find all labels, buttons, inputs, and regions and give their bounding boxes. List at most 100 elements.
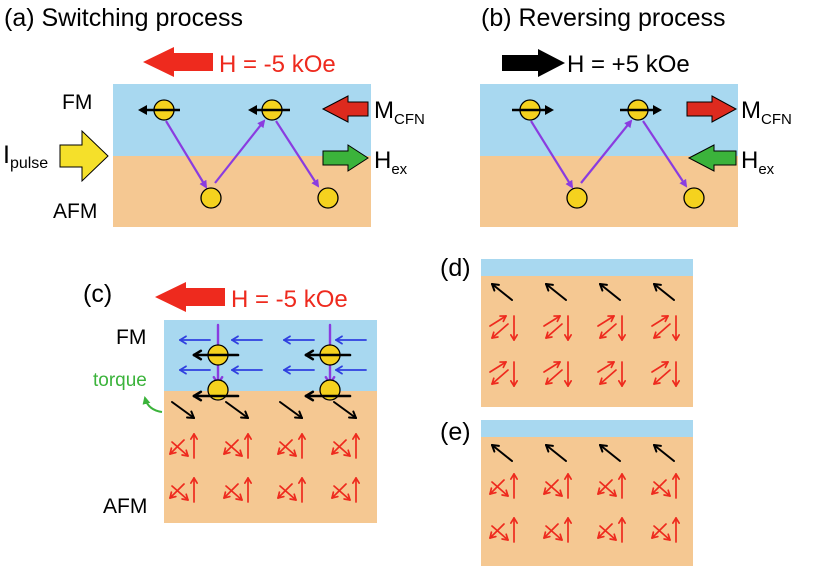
spin-arrow bbox=[651, 315, 669, 327]
spin-arrowhead bbox=[505, 533, 509, 541]
spin-arrowhead bbox=[181, 498, 189, 501]
pulse-arrow-icon bbox=[59, 129, 109, 183]
afm-atom bbox=[317, 187, 339, 209]
panel-e-title: (e) bbox=[440, 418, 471, 446]
spin-arrow bbox=[491, 283, 513, 301]
spin-arrow bbox=[599, 323, 617, 339]
spin-arrowhead bbox=[348, 416, 357, 419]
spin-arrowhead bbox=[675, 380, 680, 387]
spin-arrowhead bbox=[239, 449, 243, 457]
spin-arrowhead bbox=[556, 361, 561, 369]
spin-arrow bbox=[279, 441, 297, 457]
magnetization-arrow-icon bbox=[686, 95, 738, 123]
exchange-field-label: Hex bbox=[741, 147, 775, 178]
fm-layer bbox=[113, 84, 371, 156]
afm-layer bbox=[164, 391, 377, 523]
spin-arrowhead bbox=[298, 477, 303, 484]
spin-arrowhead bbox=[567, 334, 572, 341]
spin-arrowhead bbox=[543, 535, 551, 539]
spin-arrowhead bbox=[289, 454, 297, 457]
spin-arrowhead bbox=[543, 487, 547, 495]
spin-arrowhead bbox=[545, 283, 550, 292]
panel-b-field-label: H = +5 kOe bbox=[567, 51, 690, 78]
spin-arrowhead bbox=[491, 377, 495, 385]
spin-arrow bbox=[545, 323, 563, 339]
spin-arrowhead bbox=[231, 339, 239, 345]
spin-arrowhead bbox=[651, 535, 659, 539]
spin-arrowhead bbox=[502, 315, 507, 323]
spin-arrowhead bbox=[355, 433, 360, 440]
spin-arrowhead bbox=[169, 491, 173, 499]
spin-arrow bbox=[599, 283, 621, 301]
spin-arrowhead bbox=[179, 339, 187, 345]
spin-arrowhead bbox=[664, 315, 669, 323]
spin-arrow bbox=[543, 361, 561, 373]
spin-arrowhead bbox=[653, 444, 662, 447]
spin-arrow bbox=[599, 369, 617, 385]
spin-arrow bbox=[171, 441, 189, 457]
transfer-arrow bbox=[580, 119, 633, 184]
fm-spin-grid bbox=[179, 335, 367, 375]
spin-arrowhead bbox=[513, 473, 518, 480]
spin-arrow bbox=[545, 481, 563, 497]
spin-arrowhead bbox=[277, 495, 285, 499]
spin-arrowhead bbox=[169, 495, 177, 499]
spin-arrowhead bbox=[347, 449, 351, 457]
spin-arrowhead bbox=[283, 365, 291, 371]
spin-arrowhead bbox=[675, 473, 680, 480]
spin-arrow bbox=[491, 323, 509, 339]
afm-atom bbox=[566, 187, 588, 209]
spin-arrow bbox=[491, 444, 513, 462]
spin-arrowhead bbox=[510, 380, 515, 387]
spin-arrowhead bbox=[618, 517, 623, 524]
spin-arrowhead bbox=[190, 410, 195, 419]
spin-arrowhead bbox=[653, 382, 661, 385]
spin-arrow bbox=[491, 481, 509, 497]
spin-arrowhead bbox=[555, 538, 563, 541]
spin-arrowhead bbox=[179, 369, 187, 375]
fm-label: FM bbox=[116, 326, 146, 349]
spin-arrowhead bbox=[545, 331, 549, 339]
spin-arrowhead bbox=[513, 334, 518, 341]
spin-arrowhead bbox=[675, 517, 680, 524]
field-arrow-left-icon bbox=[143, 47, 213, 77]
spin-arrowhead bbox=[502, 361, 507, 369]
spin-arrowhead bbox=[293, 493, 297, 501]
spin-arrowhead bbox=[181, 454, 189, 457]
spin-arrow bbox=[653, 481, 671, 497]
spin-arrow bbox=[279, 485, 297, 501]
spin-arrowhead bbox=[235, 498, 243, 501]
spin-arrow bbox=[545, 444, 567, 462]
spin-arrow bbox=[653, 283, 675, 301]
spin-arrowhead bbox=[559, 489, 563, 497]
spin-arrowhead bbox=[179, 365, 187, 371]
spin-arrowhead bbox=[301, 433, 306, 440]
spin-arrow bbox=[653, 323, 671, 339]
spin-arrowhead bbox=[613, 489, 617, 497]
spin-arrowhead bbox=[347, 493, 351, 501]
spin-arrowhead bbox=[567, 517, 572, 524]
spin-arrowhead bbox=[169, 451, 177, 455]
pulse-label: Ipulse bbox=[3, 141, 48, 172]
spin-arrowhead bbox=[193, 433, 198, 440]
spin-arrowhead bbox=[193, 477, 198, 484]
spin-arrowhead bbox=[543, 491, 551, 495]
spin-arrowhead bbox=[231, 335, 239, 341]
spin-arrowhead bbox=[653, 377, 657, 385]
spin-arrowhead bbox=[491, 444, 496, 453]
spin-arrowhead bbox=[335, 369, 343, 375]
spin-arrowhead bbox=[545, 444, 554, 447]
panel-c: (c) H = -5 kOe FM AFM torque bbox=[83, 280, 377, 523]
spin-arrowhead bbox=[513, 380, 518, 387]
spin-arrowhead bbox=[138, 105, 147, 115]
spin-arrowhead bbox=[179, 335, 187, 341]
spin-arrowhead bbox=[235, 454, 243, 457]
spin-arrowhead bbox=[352, 410, 357, 419]
spin-arrowhead bbox=[489, 487, 493, 495]
panel-d-title: (d) bbox=[440, 254, 471, 282]
spin-arrow bbox=[225, 441, 243, 457]
spin-arrowhead bbox=[190, 433, 195, 440]
afm-label: AFM bbox=[103, 495, 147, 518]
spin-arrow bbox=[651, 361, 669, 373]
